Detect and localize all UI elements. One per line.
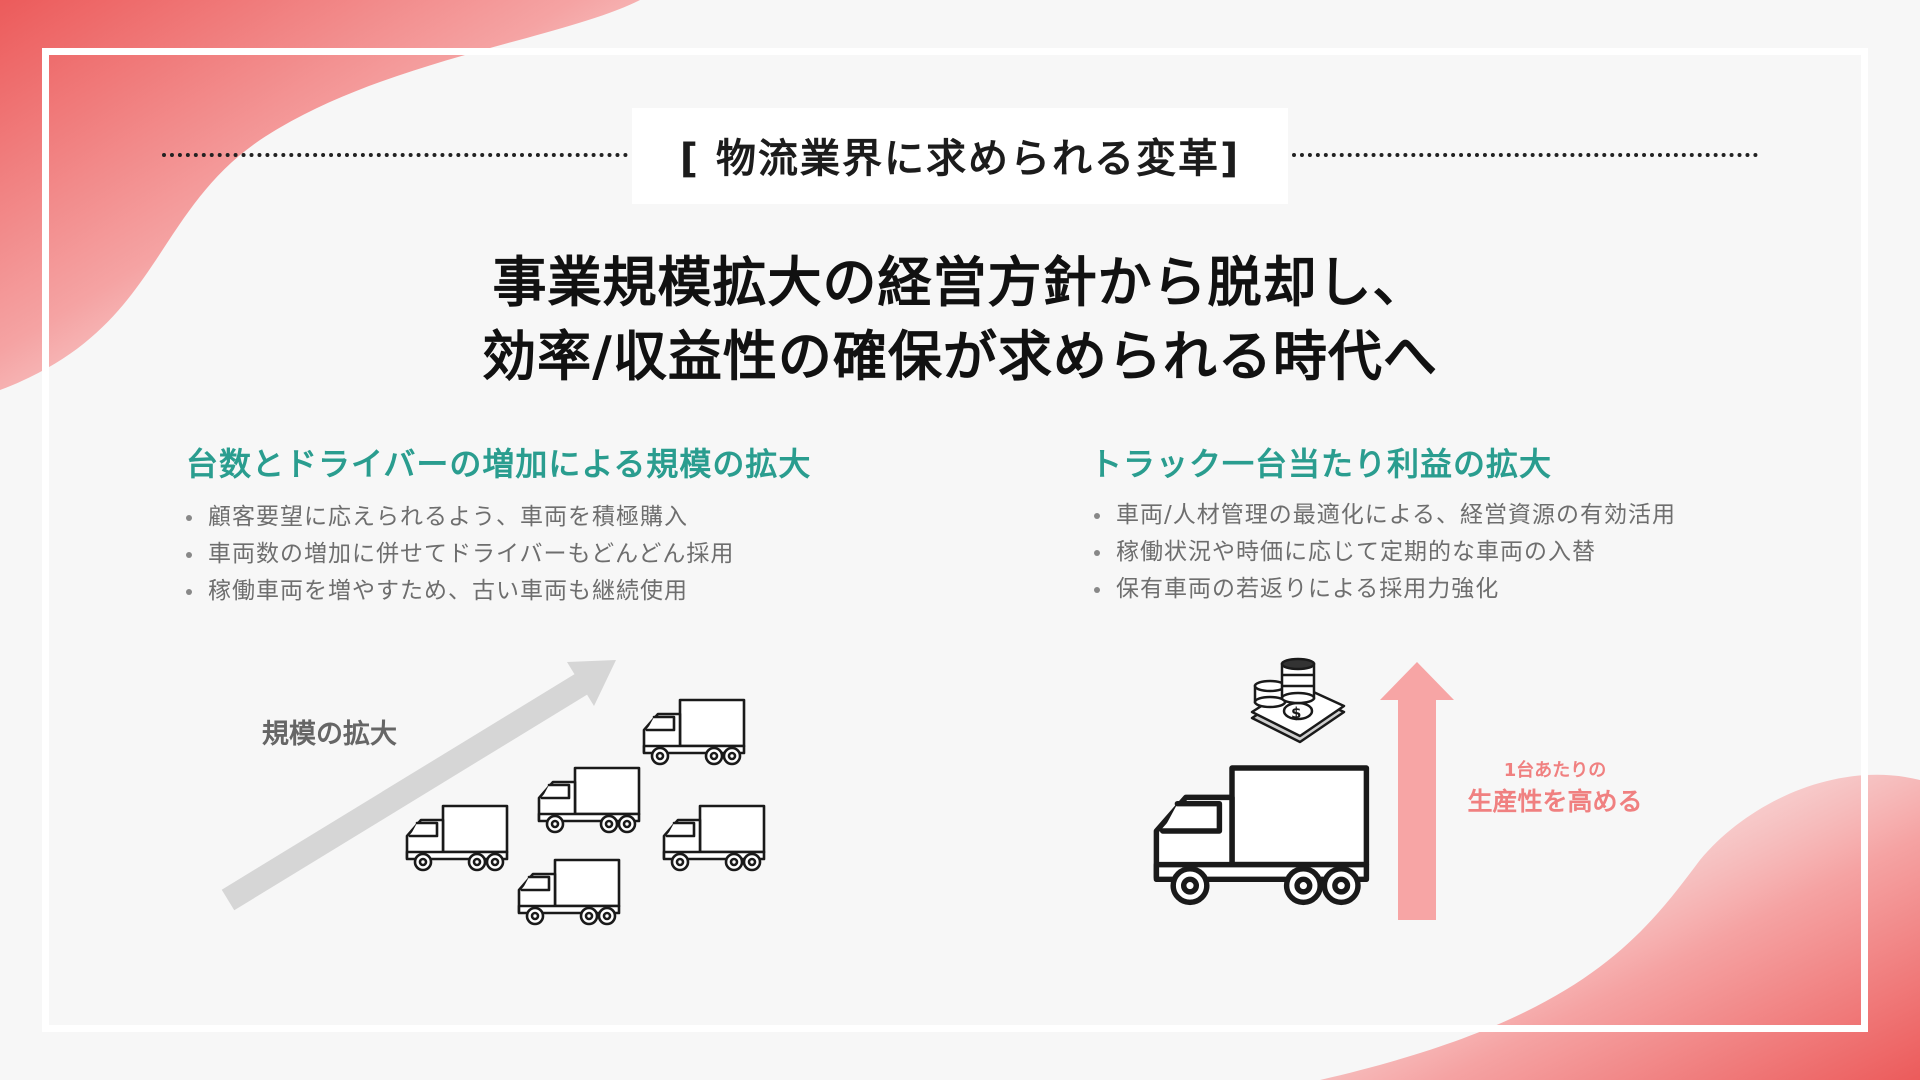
list-item: 保有車両の若返りによる採用力強化 [1090, 571, 1676, 608]
productivity-label-big: 生産性を高める [1467, 787, 1643, 816]
headline-line-1: 事業規模拡大の経営方針から脱却し、 [492, 251, 1428, 314]
white-frame [42, 48, 1868, 1032]
list-item: 車両数の増加に併せてドライバーもどんどん採用 [182, 536, 734, 573]
right-column-title: トラック一台当たり利益の拡大 [1090, 445, 1553, 483]
up-arrow-icon [1380, 662, 1454, 920]
kicker-background [632, 108, 1288, 204]
right-bullet-list: 車両/人材管理の最適化による、経営資源の有効活用 稼働状況や時価に応じて定期的な… [1090, 497, 1676, 608]
truck-icon [662, 804, 766, 872]
section-kicker: [ 物流業界に求められる変革] [679, 136, 1241, 182]
diagonal-arrow-icon [221, 660, 616, 911]
truck-icon [517, 858, 621, 926]
list-item: 稼働車両を増やすため、古い車両も継続使用 [182, 573, 734, 610]
list-item: 顧客要望に応えられるよう、車両を積極購入 [182, 499, 734, 536]
svg-text:$: $ [1291, 704, 1301, 722]
scale-arrow-label: 規模の拡大 [262, 719, 397, 750]
list-item: 車両/人材管理の最適化による、経営資源の有効活用 [1090, 497, 1676, 534]
truck-icon [405, 804, 509, 872]
list-item: 稼働状況や時価に応じて定期的な車両の入替 [1090, 534, 1676, 571]
dotted-rule-right [1292, 153, 1758, 157]
left-column-title: 台数とドライバーの増加による規模の拡大 [186, 445, 812, 483]
coin-stack-icon [1253, 657, 1316, 709]
banknote-icon: $ [1250, 682, 1346, 744]
truck-icon [1156, 768, 1366, 902]
truck-icon [537, 766, 641, 834]
headline-line-2: 効率/収益性の確保が求められる時代へ [482, 325, 1438, 388]
productivity-label-small: 1台あたりの [1503, 760, 1607, 781]
left-bullet-list: 顧客要望に応えられるよう、車両を積極購入 車両数の増加に併せてドライバーもどんど… [182, 499, 734, 610]
dotted-rule-left [162, 153, 628, 157]
truck-icon [642, 698, 746, 766]
